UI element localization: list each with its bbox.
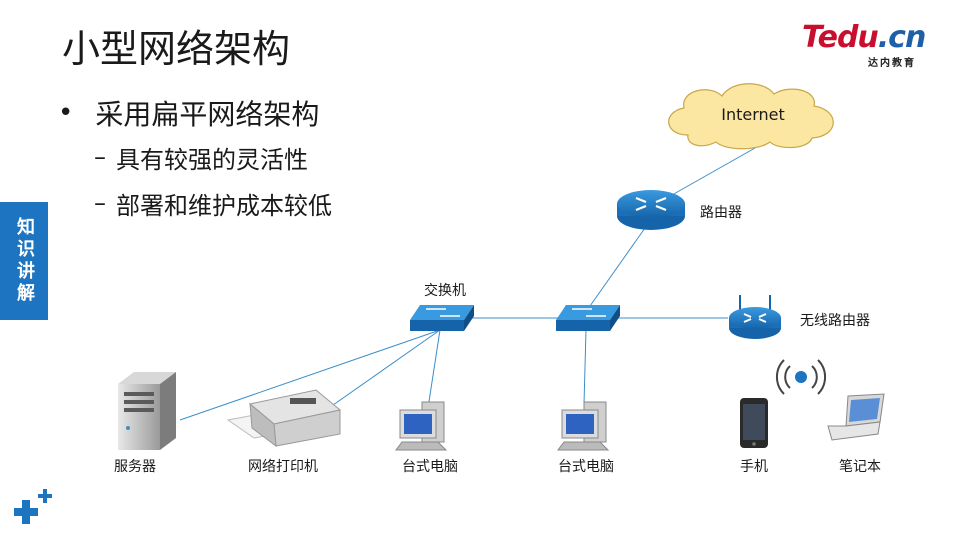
link-router-switch2 xyxy=(589,227,646,307)
tedu-logo: Tedu.cn 达内教育 xyxy=(800,20,940,70)
sub-bullet-item: – 部署和维护成本较低 xyxy=(94,180,332,226)
plus-decoration-icon xyxy=(14,489,52,524)
bullet-text: 采用扁平网络架构 xyxy=(95,98,320,131)
bullet-item: • 采用扁平网络架构 xyxy=(58,92,332,134)
internet-cloud-icon: Internet xyxy=(668,83,834,150)
sub-bullet-marker: – xyxy=(94,143,106,171)
sub-bullet-item: – 具有较强的灵活性 xyxy=(94,134,332,180)
laptop-label: 笔记本 xyxy=(839,459,881,475)
link-switch1-server xyxy=(179,329,441,421)
side-tab: 知识讲解 xyxy=(0,202,48,320)
router-icon xyxy=(617,190,685,230)
switch-icon xyxy=(556,305,620,331)
switch-label: 交换机 xyxy=(424,282,466,299)
sub-bullet-marker: – xyxy=(94,189,106,217)
desktop-computer-icon xyxy=(557,401,610,451)
link-internet-router xyxy=(671,147,756,196)
desktop-label: 台式电脑 xyxy=(402,459,458,475)
desktop-label: 台式电脑 xyxy=(558,459,614,475)
server-icon xyxy=(118,372,176,450)
sub-bullet-text: 具有较强的灵活性 xyxy=(116,145,308,174)
link-switch2-desktop2 xyxy=(583,329,587,405)
bullet-list: • 采用扁平网络架构 – 具有较强的灵活性 – 部署和维护成本较低 xyxy=(58,92,332,226)
printer-label: 网络打印机 xyxy=(248,458,318,475)
laptop-icon xyxy=(827,393,885,441)
switch-icon xyxy=(410,305,474,331)
router-label: 路由器 xyxy=(700,205,742,221)
mobile-phone-icon xyxy=(740,398,768,448)
phone-label: 手机 xyxy=(740,459,768,475)
logo-domain-text: .cn xyxy=(877,20,927,55)
internet-label: Internet xyxy=(721,105,785,124)
server-label: 服务器 xyxy=(114,459,156,475)
wifi-signal-icon xyxy=(775,359,827,395)
printer-icon xyxy=(226,389,342,448)
sub-bullet-text: 部署和维护成本较低 xyxy=(116,191,332,220)
wireless-router-label: 无线路由器 xyxy=(800,313,870,329)
wireless-router-icon xyxy=(729,295,781,339)
page-title: 小型网络架构 xyxy=(62,27,291,71)
link-switch1-printer xyxy=(325,329,441,411)
bullet-marker: • xyxy=(58,98,74,128)
network-links xyxy=(179,147,756,421)
logo-brand-text: Tedu xyxy=(802,20,879,55)
desktop-computer-icon xyxy=(395,401,448,451)
link-switch1-desktop1 xyxy=(427,329,441,409)
logo-subtitle: 达内教育 xyxy=(868,58,916,69)
